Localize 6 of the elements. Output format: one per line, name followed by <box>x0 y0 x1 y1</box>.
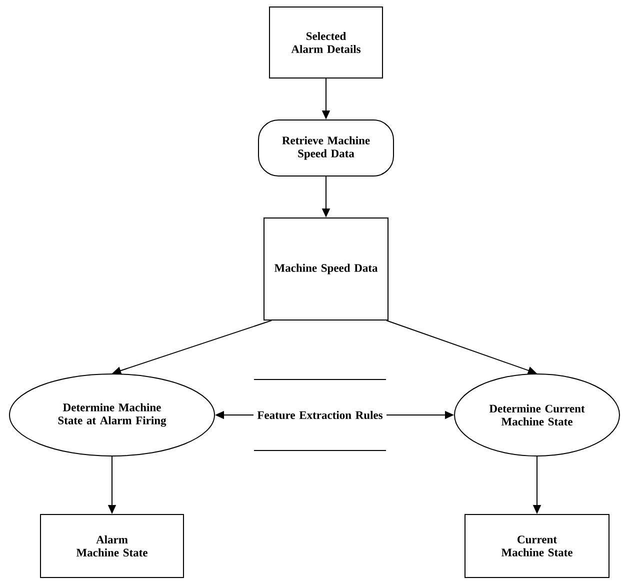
process-box: Selected Alarm Details <box>269 6 383 78</box>
output-box: Current Machine State <box>464 514 610 578</box>
output-box: Alarm Machine State <box>40 514 184 578</box>
process-rounded-box: Retrieve Machine Speed Data <box>258 120 394 176</box>
data-store: Feature Extraction Rules <box>254 378 386 451</box>
data-box: Machine Speed Data <box>264 217 388 320</box>
